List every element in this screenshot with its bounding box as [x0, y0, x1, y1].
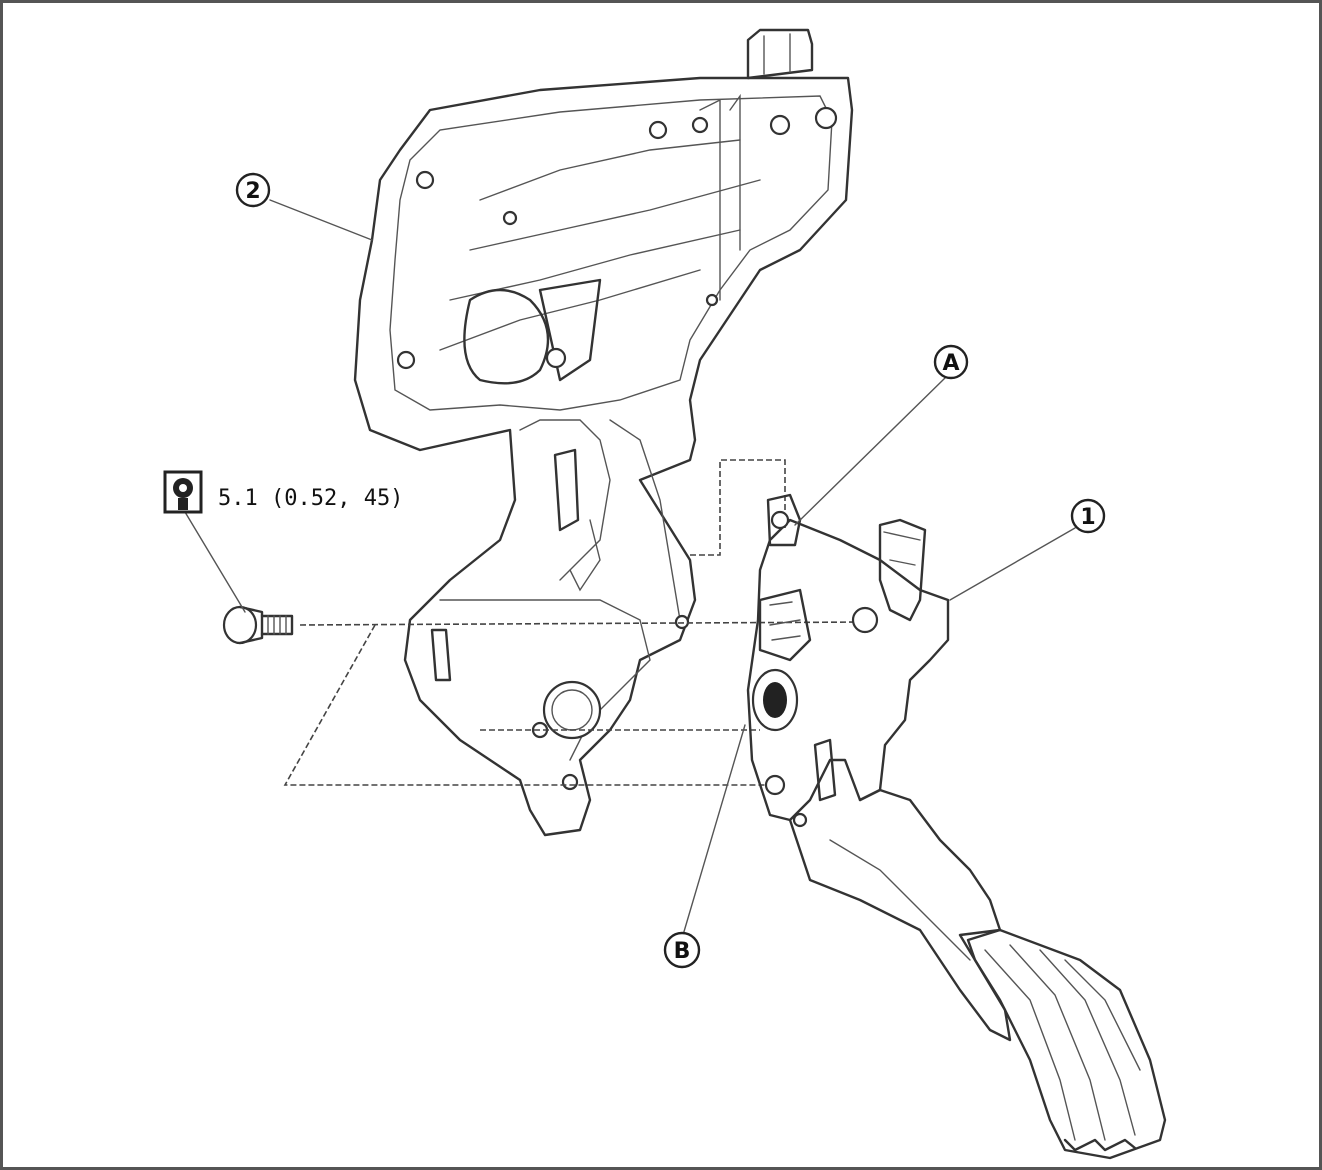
pedal-bracket	[353, 28, 854, 837]
callout-b: B	[663, 931, 701, 969]
callout-b-label: B	[674, 939, 691, 964]
torque-value: 5.1 (0.52, 45)	[218, 486, 403, 511]
callout-1-label: 1	[1080, 505, 1095, 530]
leader-lines	[184, 199, 1076, 936]
torque-wrench-icon	[163, 470, 203, 514]
callout-2-label: 2	[245, 179, 260, 204]
assembly-guide-lines	[283, 459, 871, 786]
accelerator-pedal	[746, 493, 1167, 1160]
callout-1: 1	[1070, 498, 1106, 534]
callout-2: 2	[235, 172, 271, 208]
mounting-bolt	[222, 605, 294, 645]
callout-a-label: A	[942, 351, 959, 376]
torque-spec: 5.1 (0.52, 45)	[163, 470, 403, 514]
callout-a: A	[933, 344, 969, 380]
